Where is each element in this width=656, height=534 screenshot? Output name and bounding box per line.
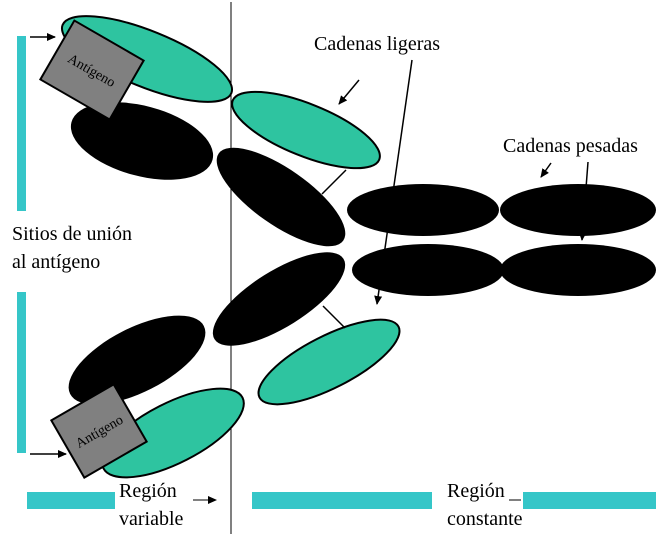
constant-region-bar-left — [252, 492, 432, 509]
binding-site-bar-top — [17, 36, 26, 211]
constant-region-label-line1: Región — [447, 480, 505, 502]
variable-region-label-line2: variable — [119, 508, 184, 530]
constant-region-bar-right — [523, 492, 656, 509]
heavy-chains-label: Cadenas pesadas — [503, 135, 638, 157]
heavy-chain-constant-lower-left — [352, 244, 504, 296]
light-chains-label: Cadenas ligeras — [314, 33, 440, 55]
light-chain-arrow-upper — [339, 80, 359, 104]
variable-region-label-line1: Región — [119, 480, 177, 502]
binding-sites-label-line2: al antígeno — [12, 251, 100, 273]
heavy-chain-constant-upper-right — [500, 184, 656, 236]
constant-region-label-line2: constante — [447, 508, 523, 530]
heavy-chain-constant-lower-right — [500, 244, 656, 296]
binding-sites-label-line1: Sitios de unión — [12, 223, 132, 245]
variable-region-bar — [27, 492, 115, 509]
binding-site-bar-bottom — [17, 292, 26, 453]
heavy-chain-constant-upper-left — [347, 184, 499, 236]
heavy-chain-arrow-upper — [541, 163, 551, 177]
disulfide-bond-upper — [322, 170, 346, 194]
disulfide-bond-lower — [323, 306, 345, 328]
